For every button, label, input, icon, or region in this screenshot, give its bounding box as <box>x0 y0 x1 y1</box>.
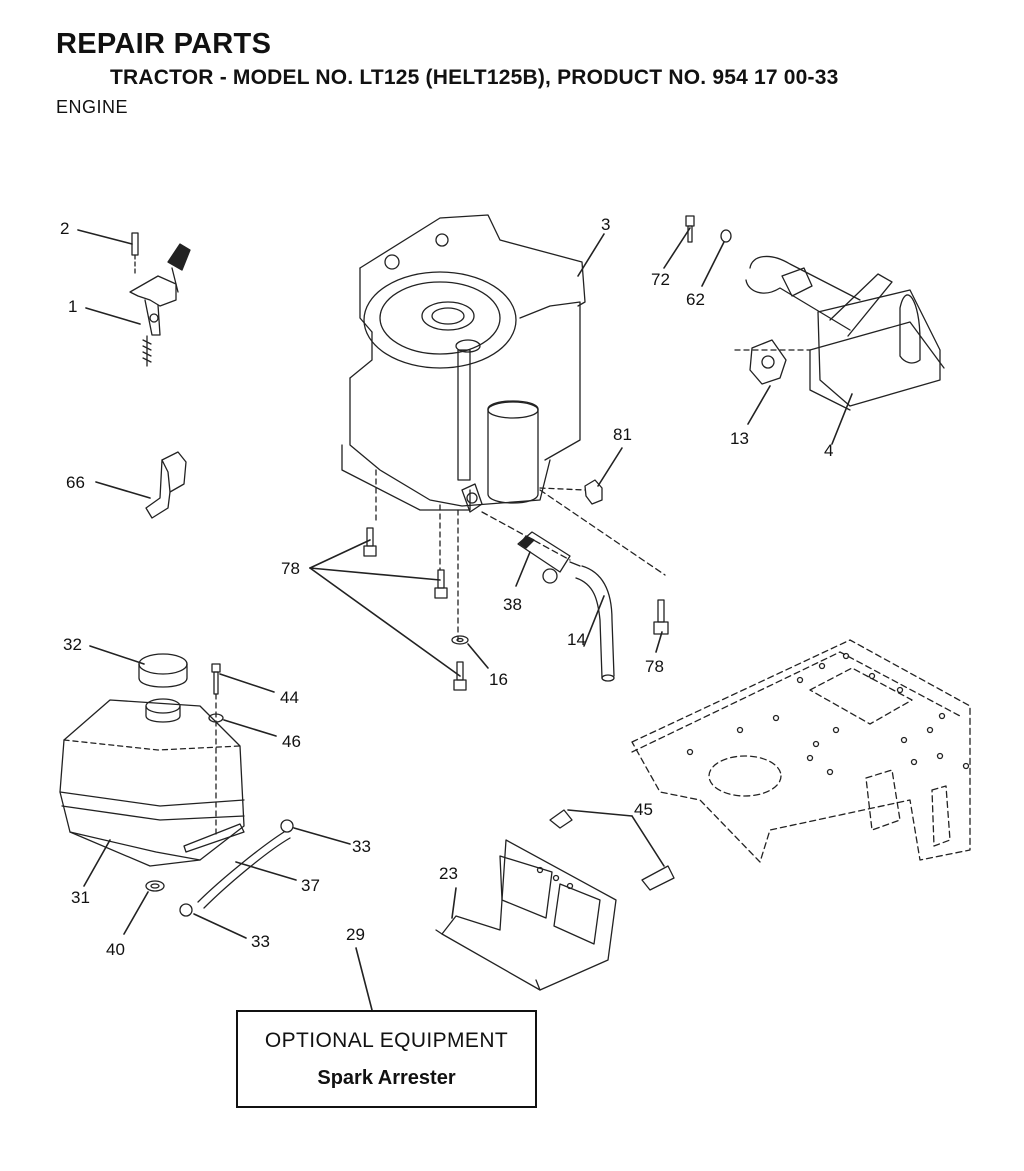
callout-78-right: 78 <box>645 657 664 676</box>
callout-46: 46 <box>282 732 301 751</box>
callout-3: 3 <box>601 215 610 234</box>
callout-66: 66 <box>66 473 85 492</box>
bolts-78-drawing <box>363 527 669 691</box>
callout-72: 72 <box>651 270 670 289</box>
callout-33-lower: 33 <box>251 932 270 951</box>
callout-2: 2 <box>60 219 69 238</box>
leader-lines <box>77 227 853 1011</box>
callout-4: 4 <box>824 441 833 460</box>
callout-29: 29 <box>346 925 365 944</box>
callout-labels: 1 2 3 4 13 14 16 23 29 31 32 33 33 37 38… <box>60 215 833 959</box>
callout-40: 40 <box>106 940 125 959</box>
fuel-pump-38-drawing <box>517 531 581 584</box>
callout-33-upper: 33 <box>352 837 371 856</box>
engine-drawing <box>341 214 666 641</box>
callout-78-left: 78 <box>281 559 300 578</box>
nut-81-drawing <box>539 479 603 505</box>
callout-44: 44 <box>280 688 299 707</box>
callout-32: 32 <box>63 635 82 654</box>
optional-equipment-box: OPTIONAL EQUIPMENT Spark Arrester <box>236 1010 537 1108</box>
callout-37: 37 <box>301 876 320 895</box>
callout-13: 13 <box>730 429 749 448</box>
callout-38: 38 <box>503 595 522 614</box>
callout-62: 62 <box>686 290 705 309</box>
callout-1: 1 <box>68 297 77 316</box>
heat-shield-drawing <box>435 809 675 991</box>
tractor-frame-drawing <box>631 639 971 863</box>
fuel-tank-drawing <box>59 653 245 867</box>
callout-31: 31 <box>71 888 90 907</box>
optional-equipment-heading: OPTIONAL EQUIPMENT <box>264 1029 509 1052</box>
tank-hardware-drawing <box>145 663 294 917</box>
page-title: REPAIR PARTS <box>56 28 272 60</box>
optional-equipment-item: Spark Arrester <box>317 1067 456 1089</box>
muffler-drawing <box>685 215 945 411</box>
section-label: ENGINE <box>56 97 129 117</box>
frame-holes <box>686 652 970 776</box>
clip-66-drawing <box>145 451 187 519</box>
throttle-control-drawing <box>129 232 191 367</box>
model-subtitle: TRACTOR - MODEL NO. LT125 (HELT125B), PR… <box>110 66 839 89</box>
callout-16: 16 <box>489 670 508 689</box>
callout-14: 14 <box>567 630 586 649</box>
callout-45: 45 <box>634 800 653 819</box>
fuel-hose-14-drawing <box>575 565 615 682</box>
callout-81: 81 <box>613 425 632 444</box>
callout-23: 23 <box>439 864 458 883</box>
